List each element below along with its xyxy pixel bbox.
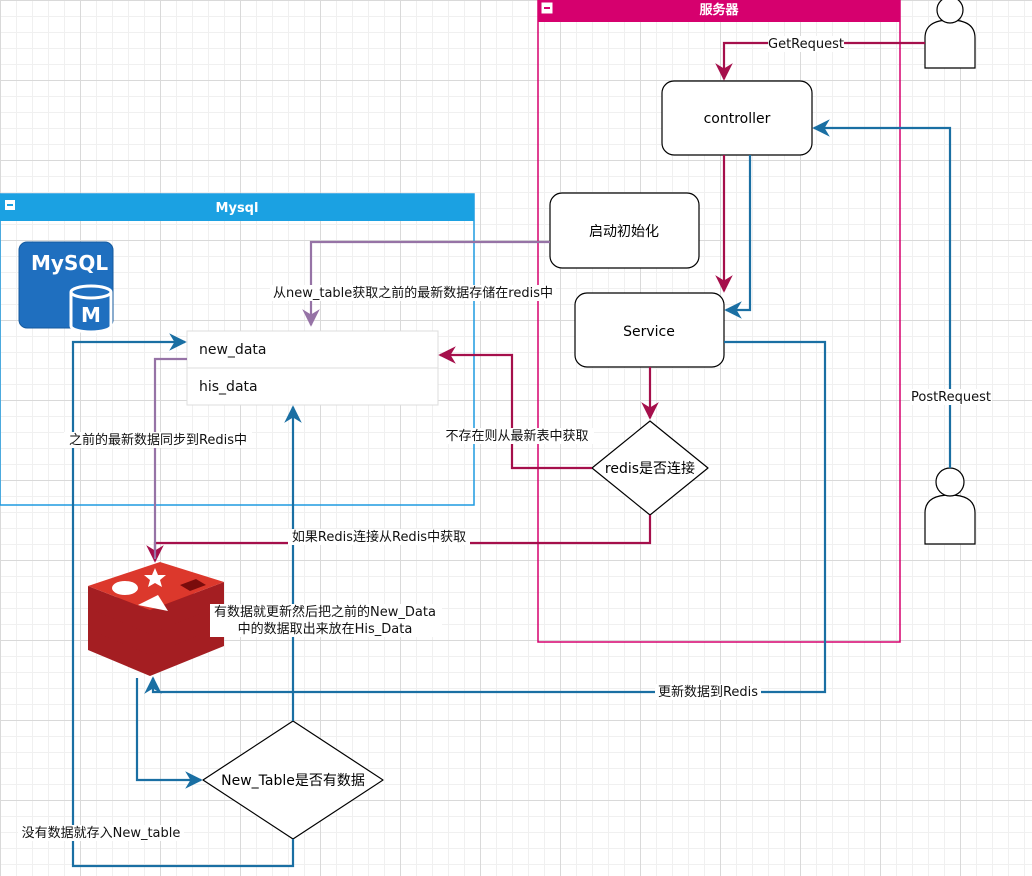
mysql-container[interactable]: Mysql: [0, 193, 475, 506]
redis-connected-label: redis是否连接: [605, 460, 695, 477]
controller-label: controller: [704, 111, 771, 127]
fallback-new-table-edge[interactable]: [438, 346, 592, 470]
mysql-logo-text: MySQL: [31, 251, 108, 275]
mysql-container-title: Mysql: [216, 201, 259, 216]
controller-node[interactable]: controller: [661, 80, 813, 156]
mysql-logo: MySQL M: [18, 241, 114, 334]
init-load-label: 从new_table获取之前的最新数据存储在redis中: [273, 285, 553, 301]
user-icon-top: [924, 0, 976, 69]
sync-to-redis-edge[interactable]: [153, 357, 187, 559]
server-container-header: [538, 0, 900, 22]
server-container-title: 服务器: [699, 2, 739, 18]
fallback-label: 不存在则从最新表中获取: [445, 428, 588, 444]
post-request-edge[interactable]: [812, 119, 952, 468]
update-label-line2: 中的数据取出来放在His_Data: [238, 621, 413, 637]
new-table-decision[interactable]: New_Table是否有数据: [202, 720, 384, 840]
redis-to-new-table-edge[interactable]: [135, 678, 203, 789]
mysql-container-header: [0, 194, 474, 221]
post-request-label: PostRequest: [911, 390, 991, 405]
service-label: Service: [623, 324, 675, 340]
init-label: 启动初始化: [589, 223, 659, 240]
new-table-label: New_Table是否有数据: [221, 773, 365, 789]
controller-to-service-blue-edge[interactable]: [724, 155, 752, 319]
mysql-logo-badge: M: [81, 303, 101, 327]
no-data-store-label: 没有数据就存入New_table: [22, 826, 181, 841]
update-redis-edge[interactable]: [144, 340, 827, 694]
table-row-new-data[interactable]: new_data: [199, 342, 266, 358]
get-request-label: GetRequest: [768, 37, 844, 52]
service-node[interactable]: Service: [574, 292, 725, 368]
sync-to-redis-label: 之前的最新数据同步到Redis中: [69, 432, 247, 448]
update-redis-label: 更新数据到Redis: [658, 684, 758, 700]
read-from-redis-label: 如果Redis连接从Redis中获取: [292, 529, 466, 545]
get-request-edge[interactable]: [715, 41, 925, 81]
store-new-table-edge[interactable]: [71, 333, 295, 868]
user-icon-bottom: [924, 467, 976, 545]
update-label-line1: 有数据就更新然后把之前的New_Data: [214, 604, 436, 620]
init-node[interactable]: 启动初始化: [549, 192, 700, 269]
init-load-edge[interactable]: [302, 240, 550, 327]
redis-connected-decision[interactable]: redis是否连接: [591, 420, 709, 516]
data-table[interactable]: new_data his_data: [186, 330, 439, 406]
server-container[interactable]: 服务器: [537, 0, 901, 643]
table-row-his-data[interactable]: his_data: [199, 379, 258, 395]
redis-logo: [88, 562, 224, 676]
